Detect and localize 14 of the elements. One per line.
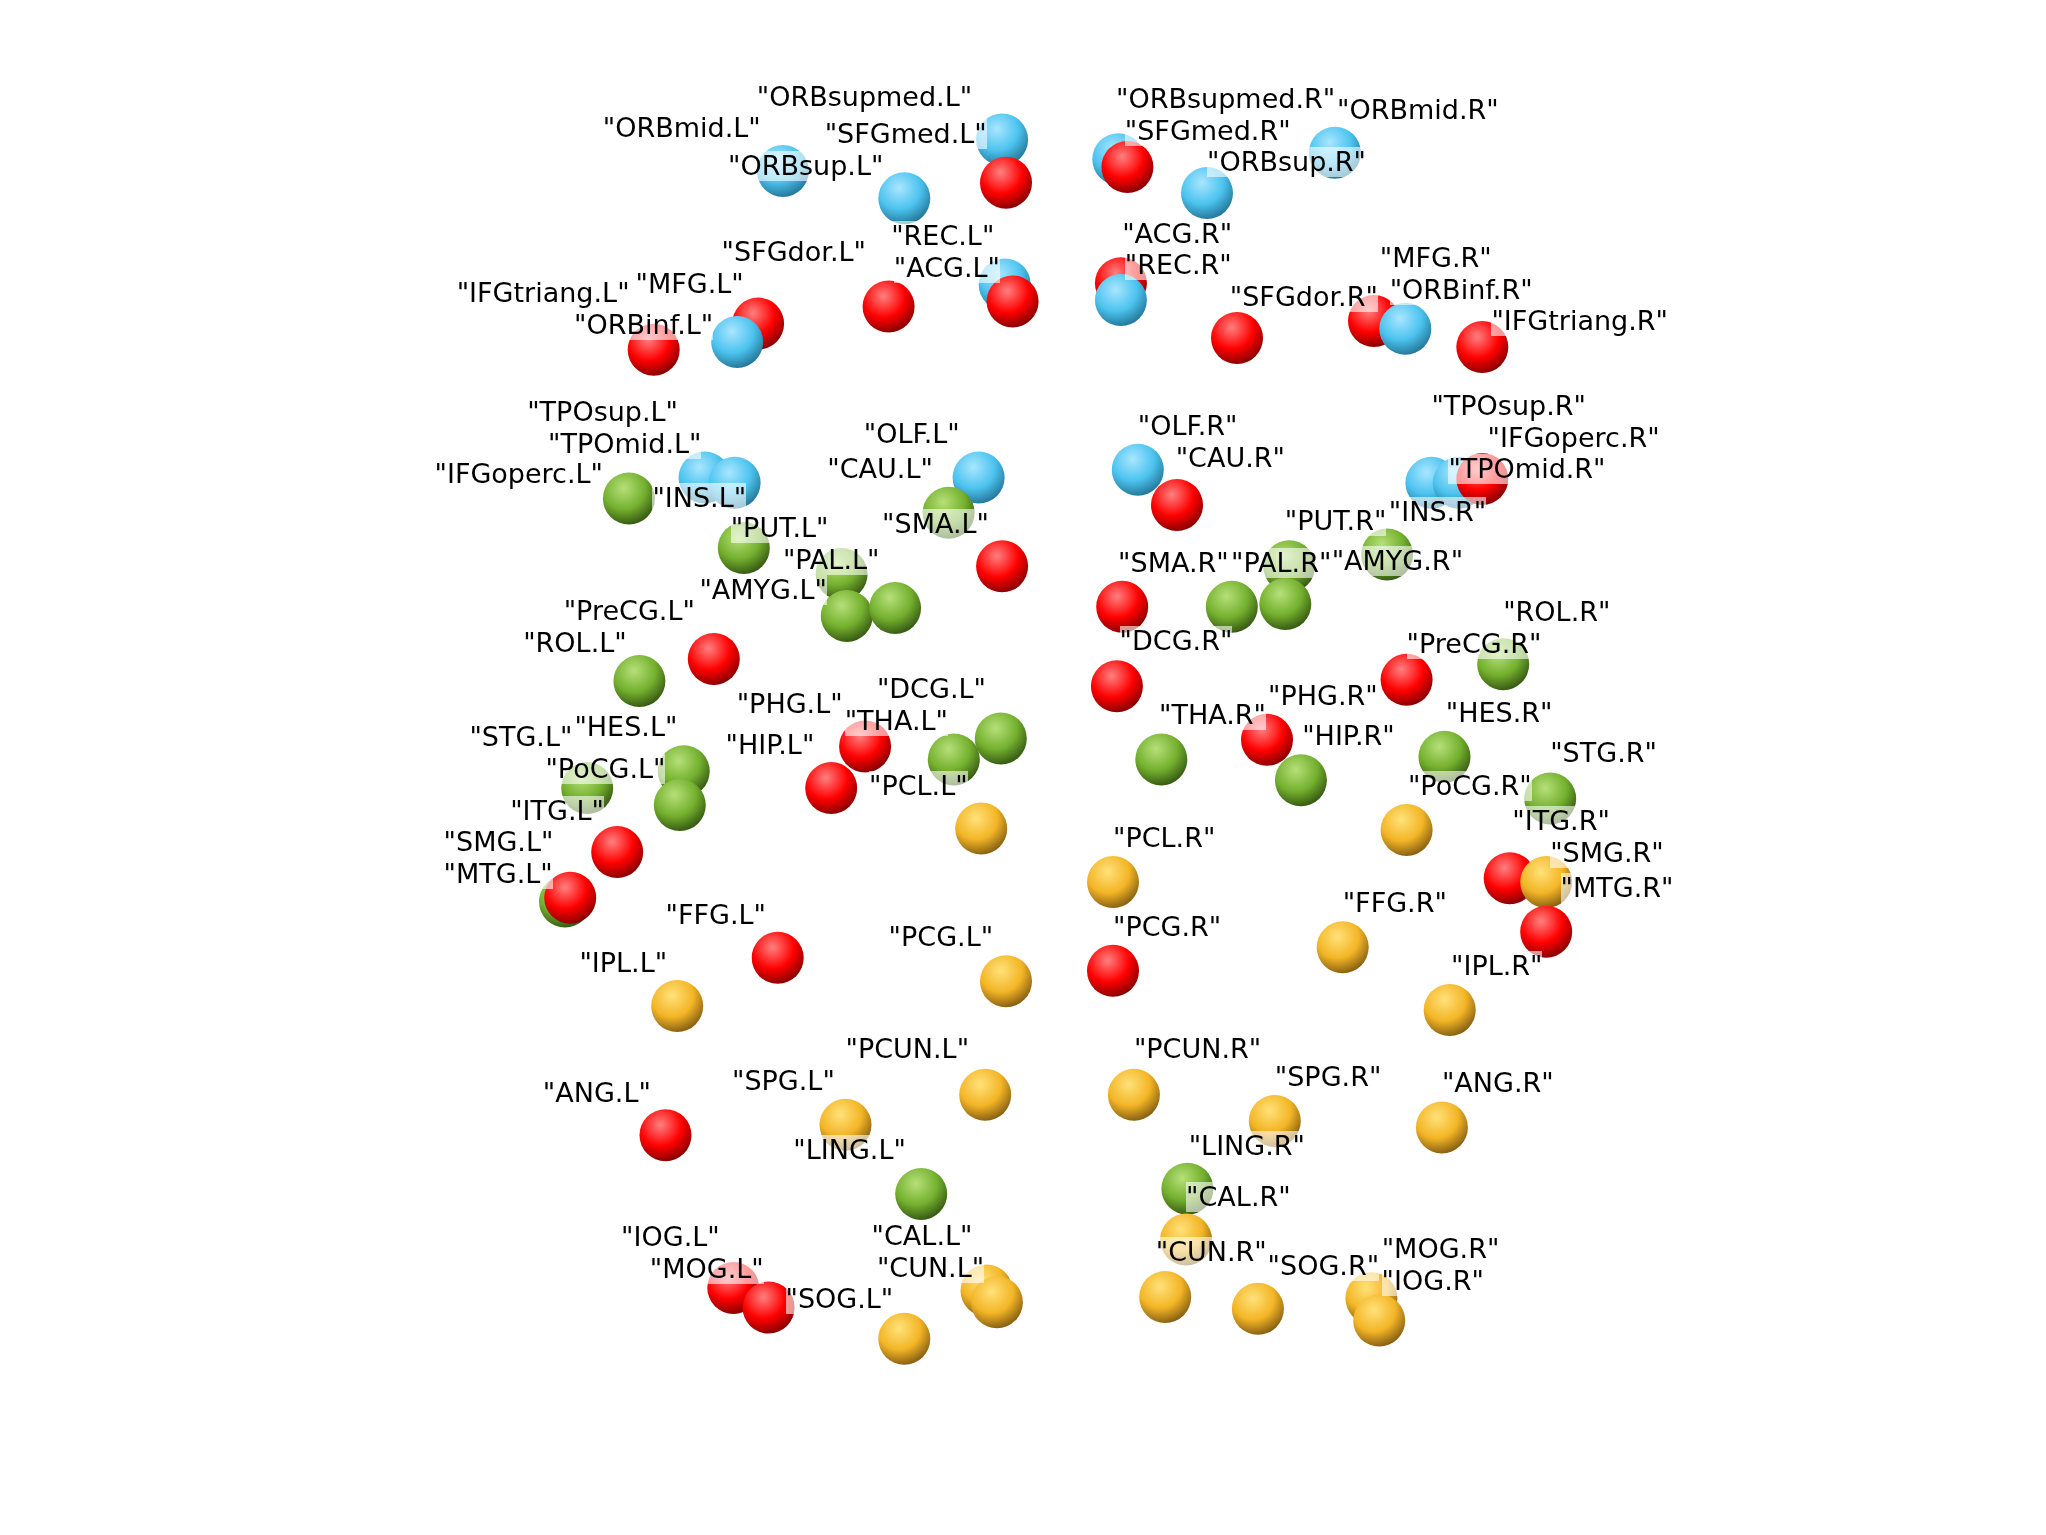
region-label: "SFGmed.L" [824,118,987,149]
region-label: "CAL.R" [1186,1181,1291,1212]
region-label: "MTG.R" [1560,872,1674,903]
region-label: "PoCG.R" [1407,770,1532,801]
region-label: "PoCG.L" [545,754,666,785]
region-label: "INS.L" [652,482,747,513]
region-label: "TPOmid.R" [1448,453,1606,484]
region-label: "ORBsup.R" [1207,146,1367,177]
region-label: "AMYG.L" [699,574,828,605]
region-label: "PAL.R" [1231,547,1332,578]
region-label: "AMYG.R" [1331,546,1464,577]
region-label: "ORBsup.L" [728,150,884,181]
region-label: "SMA.L" [882,508,989,539]
region-label: "CUN.R" [1155,1236,1267,1267]
